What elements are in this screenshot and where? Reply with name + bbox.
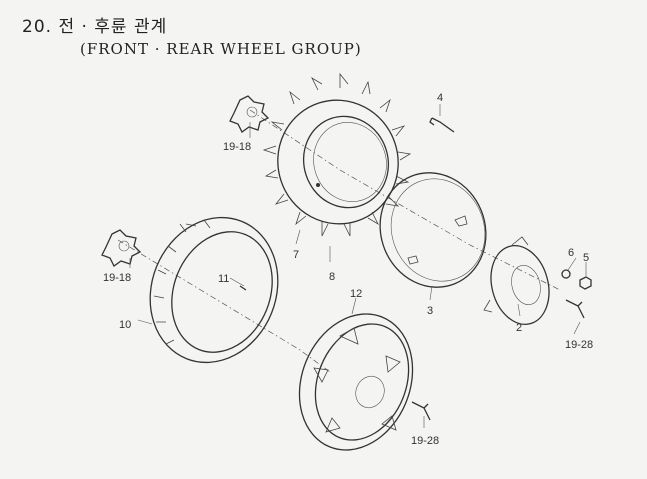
hub-cap-top (229, 95, 270, 133)
callout-10: 10 (119, 319, 131, 331)
callout-11: 11 (218, 273, 229, 285)
nut (579, 276, 592, 290)
callout-19-28-right: 19-28 (565, 339, 593, 351)
axis-line-rear (249, 109, 561, 291)
callout-7: 7 (293, 249, 299, 261)
front-wheel-disc (298, 313, 414, 451)
bolt (429, 117, 455, 133)
leader-lines (129, 104, 587, 428)
callout-19-28-bottom: 19-28 (411, 435, 439, 447)
callout-3: 3 (427, 305, 433, 317)
callout-8: 8 (329, 271, 335, 283)
wheel-hub-disc (483, 236, 550, 325)
callout-4: 4 (437, 92, 443, 104)
callout-6: 6 (568, 247, 574, 259)
hub-bolt-bottom (411, 401, 431, 421)
rear-tyre-lugged (262, 72, 412, 237)
page-title-korean: 20. 전 · 후륜 관계 (22, 17, 168, 37)
callout-2: 2 (516, 322, 522, 334)
valve-stem (316, 183, 320, 187)
axis-line-front (117, 239, 331, 373)
callout-19-18-left: 19-18 (103, 272, 131, 284)
front-tyre-ribbed (149, 216, 279, 364)
page-title-english: (FRONT · REAR WHEEL GROUP) (80, 40, 362, 58)
callout-19-18-top: 19-18 (223, 141, 251, 153)
hub-cap-left (101, 229, 142, 267)
front-valve (239, 285, 247, 291)
rear-rim (379, 172, 487, 288)
washer (561, 269, 571, 279)
hub-bolt-right (565, 299, 585, 319)
callout-5: 5 (583, 252, 589, 264)
callout-12: 12 (350, 288, 362, 300)
